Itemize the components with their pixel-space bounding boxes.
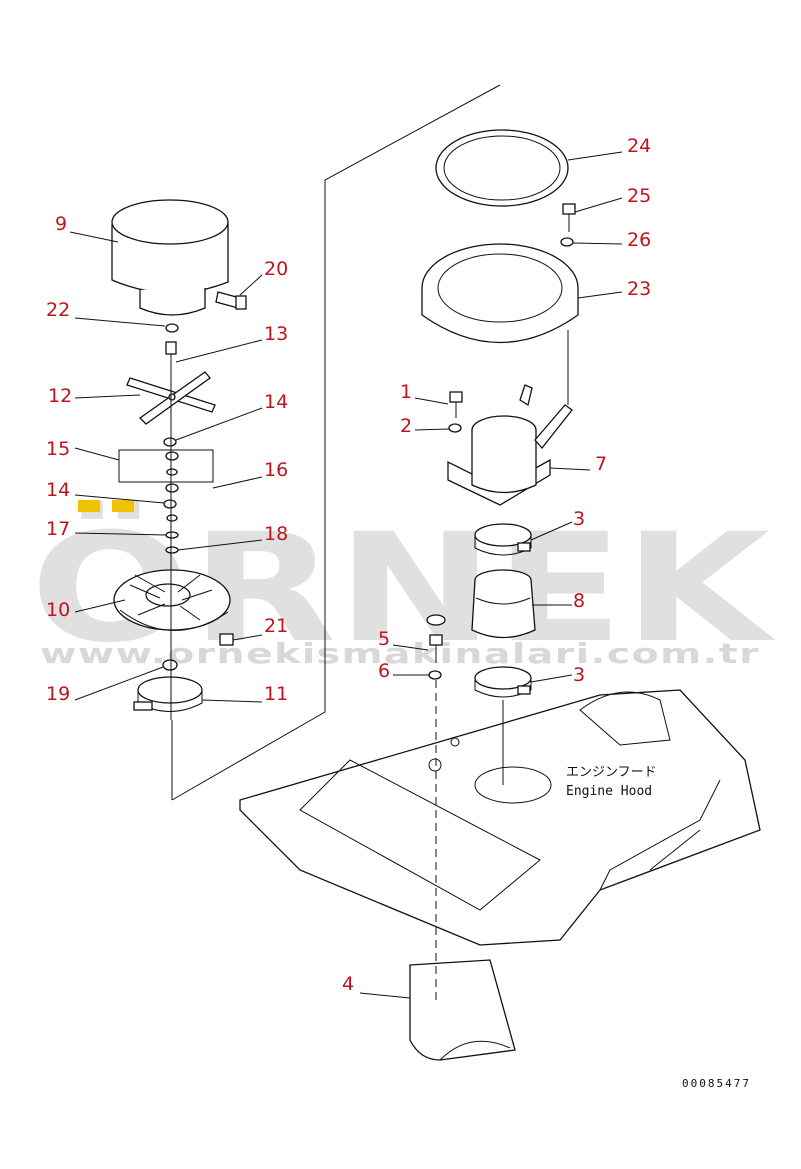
callout-15: 15 — [46, 438, 70, 460]
part-7-bracket — [447, 384, 573, 506]
callout-18: 18 — [264, 523, 288, 545]
callout-3-top: 3 — [573, 508, 585, 530]
part-17-washer — [165, 531, 179, 539]
part-6-washer — [428, 670, 442, 680]
part-24-gasket — [435, 129, 569, 207]
callout-4: 4 — [342, 973, 354, 995]
part-4-duct — [409, 959, 516, 1061]
callout-20: 20 — [264, 258, 288, 280]
part-15-nut — [165, 451, 179, 493]
part-10-fan — [113, 569, 231, 631]
part-8-hose — [471, 569, 536, 639]
part-19-nut — [162, 659, 178, 671]
part-5-bolt — [426, 614, 446, 663]
callout-23: 23 — [627, 278, 651, 300]
callout-14-bottom: 14 — [46, 479, 70, 501]
part-3-clamp-upper — [474, 523, 532, 556]
part-23-ring — [421, 243, 579, 344]
part-14-washer-b — [163, 499, 177, 509]
callout-labels: 9 20 22 13 12 14 15 16 14 17 18 10 21 19… — [46, 135, 651, 995]
part-21-nut — [219, 633, 234, 646]
section-frame — [171, 84, 501, 801]
part-18-washer — [165, 546, 179, 554]
watermark-accent-right — [112, 500, 134, 512]
callout-6: 6 — [378, 660, 390, 682]
engine-hood — [239, 689, 761, 946]
callout-8: 8 — [573, 590, 585, 612]
part-1-bolt — [449, 391, 463, 418]
part-11-clamp — [133, 676, 203, 712]
part-9-cap — [111, 199, 229, 316]
callout-1: 1 — [400, 381, 412, 403]
part-16-spacer — [166, 468, 178, 476]
callout-13: 13 — [264, 323, 288, 345]
callout-25: 25 — [627, 185, 651, 207]
watermark-accent-left — [78, 500, 100, 512]
callout-22: 22 — [46, 299, 70, 321]
drawing-code: 00085477 — [682, 1077, 751, 1090]
callout-19: 19 — [46, 683, 70, 705]
callout-16: 16 — [264, 459, 288, 481]
part-25-bolt — [562, 203, 576, 232]
callout-11: 11 — [264, 683, 288, 705]
callout-2: 2 — [400, 415, 412, 437]
part-3-clamp-lower — [474, 666, 532, 698]
leader-lines — [69, 151, 623, 999]
callout-14-top: 14 — [264, 391, 288, 413]
watermark-url: www.ornekismakinalari.com.tr — [40, 637, 760, 670]
part-26-washer — [560, 237, 574, 247]
callout-12: 12 — [48, 385, 72, 407]
callout-5: 5 — [378, 628, 390, 650]
hood-label-en: Engine Hood — [566, 784, 652, 799]
callout-10: 10 — [46, 599, 70, 621]
callout-9: 9 — [55, 213, 67, 235]
callout-box-15-16 — [118, 449, 214, 483]
callout-26: 26 — [627, 229, 651, 251]
callout-7: 7 — [595, 453, 607, 475]
part-2-washer — [448, 423, 462, 433]
part-16-spacer-b — [166, 514, 178, 522]
part-22-nut — [165, 323, 179, 333]
part-13-bolt — [165, 341, 177, 386]
callout-24: 24 — [627, 135, 651, 157]
part-14-washer-a — [163, 437, 177, 447]
callout-17: 17 — [46, 518, 70, 540]
hood-label-jp: エンジンフード — [566, 765, 657, 780]
callout-3-bottom: 3 — [573, 664, 585, 686]
part-20-bolt — [215, 291, 247, 310]
callout-21: 21 — [264, 615, 288, 637]
